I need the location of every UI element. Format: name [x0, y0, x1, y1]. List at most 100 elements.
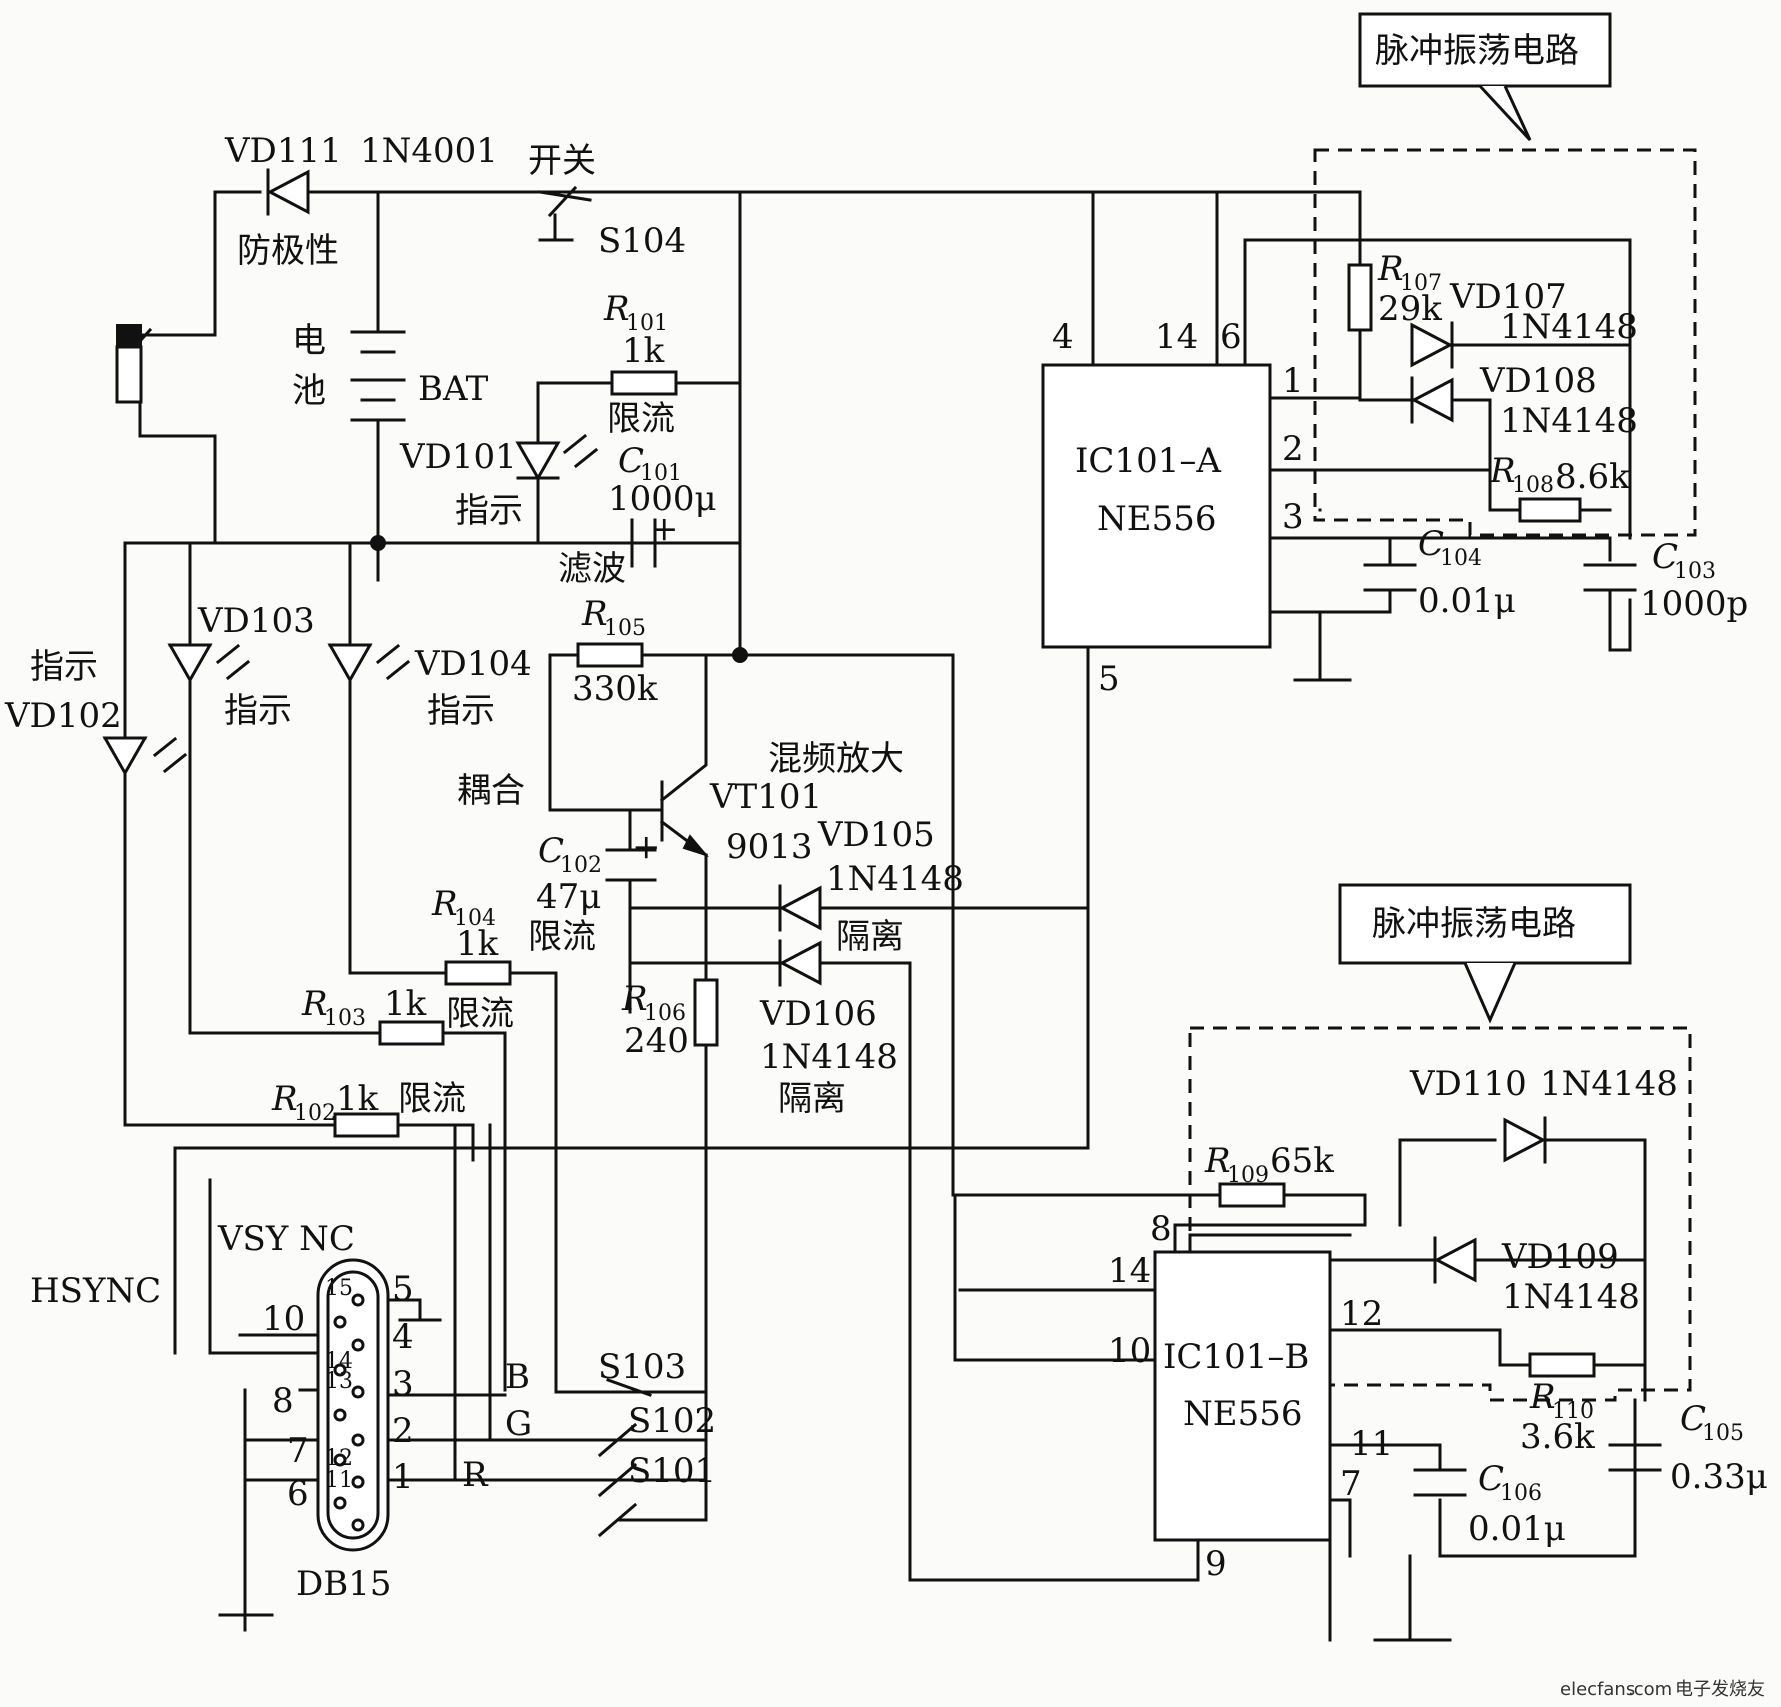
resistor-r101-symbol: [610, 370, 678, 396]
c102-sub: 102: [560, 853, 602, 878]
callout-top-label: 脉冲振荡电路: [1375, 31, 1579, 71]
r104-sub: 104: [454, 906, 496, 931]
capacitor-c103-symbol: [1583, 563, 1637, 592]
db15-pin-6: 6: [287, 1474, 309, 1514]
c106-value: 0.01μ: [1468, 1509, 1566, 1549]
coupling-label: 耦合: [457, 771, 525, 811]
diode-vd108-symbol: [1358, 376, 1492, 472]
signal-r-label: R: [462, 1455, 489, 1495]
ic101b-pin-14: 14: [1108, 1251, 1151, 1291]
r110-sub: 110: [1552, 1399, 1594, 1424]
wiring: [123, 190, 1637, 1642]
vd110-label: VD110: [1409, 1064, 1527, 1104]
resistor-r108-symbol: [1518, 497, 1582, 523]
vd107-label: VD107: [1449, 277, 1567, 317]
r102-label: R: [271, 1079, 298, 1119]
db15-pin-4: 4: [392, 1317, 414, 1357]
db15-label: DB15: [296, 1564, 392, 1604]
diode-vd109-symbol: [1328, 1236, 1647, 1284]
switch-label: 开关: [528, 141, 596, 181]
callout-bottom-label: 脉冲振荡电路: [1372, 904, 1576, 944]
vd108-part: 1N4148: [1500, 401, 1638, 441]
watermark: elecfans .com 电子发烧友: [1560, 1679, 1765, 1700]
vd103-label: VD103: [197, 601, 315, 641]
r102-value: 1k: [336, 1079, 379, 1119]
c102-value: 47μ: [536, 877, 601, 917]
c105-sub: 105: [1702, 1421, 1744, 1446]
callout-bottom: 脉冲振荡电路: [1338, 883, 1632, 1024]
vd108-label: VD108: [1479, 361, 1597, 401]
r102-sub: 102: [294, 1101, 336, 1126]
ic101b: IC101–B NE556 8 14 10 12 11 7 9: [1108, 1209, 1393, 1584]
vd105-function: 隔离: [836, 917, 904, 957]
c105-value: 0.33μ: [1670, 1457, 1768, 1497]
ic101b-pin-9: 9: [1205, 1544, 1227, 1584]
diode-vd110-symbol: [1398, 1116, 1647, 1402]
s102-label: S102: [628, 1401, 716, 1441]
r103-value: 1k: [384, 984, 427, 1024]
c104-sub: 104: [1440, 546, 1482, 571]
db15-pin-10: 10: [262, 1299, 305, 1339]
c106-label: C: [1478, 1459, 1504, 1499]
vd106-part: 1N4148: [760, 1037, 898, 1077]
db15-pin-5: 5: [392, 1269, 414, 1309]
db15-connector: [316, 1258, 390, 1552]
switch-s103-symbol: [606, 1378, 652, 1397]
r106-value: 240: [624, 1021, 689, 1061]
c101-function: 滤波: [558, 549, 626, 589]
r107-value: 29k: [1378, 289, 1442, 329]
vd109-label: VD109: [1501, 1237, 1619, 1277]
r104-label: R: [431, 884, 458, 924]
db15-pin-11: 11: [325, 1468, 353, 1493]
resistor-r106-symbol: [693, 978, 719, 1047]
vd103-function: 指示: [224, 691, 292, 731]
component-labels: VD111 1N4001 防极性 开关 S104 电 池 BAT R 101 1…: [4, 131, 1768, 1604]
signal-g-label: G: [505, 1404, 532, 1444]
r101-function: 限流: [607, 399, 675, 439]
r101-value: 1k: [622, 331, 665, 371]
diode-vd105-symbol: [778, 884, 822, 932]
polarity-label: 防极性: [237, 231, 339, 271]
resistor-r104-symbol: [444, 960, 512, 986]
resistor-r107-symbol: [1347, 263, 1373, 332]
r108-sub: 108: [1512, 473, 1554, 498]
capacitor-c102-symbol: +: [605, 827, 661, 882]
resistor-r105-symbol: [576, 642, 644, 668]
r107-label: R: [1377, 249, 1404, 289]
led-vd103-symbol: [167, 643, 251, 684]
db15-pin-2: 2: [392, 1411, 414, 1451]
c103-value: 1000p: [1640, 584, 1748, 624]
r101-label: R: [603, 289, 630, 329]
r108-label: R: [1489, 451, 1516, 491]
db15-pin-1: 1: [392, 1457, 414, 1497]
ic101b-pin-12: 12: [1340, 1294, 1383, 1334]
resistor-r110-symbol: [1328, 1328, 1647, 1378]
diode-vd106-symbol: [778, 939, 822, 987]
s101-label: S101: [628, 1451, 716, 1491]
ic101a: IC101–A NE556 4 14 6 1 2 3 5: [1041, 317, 1304, 699]
vt101-part: 9013: [726, 827, 813, 867]
vd106-function: 隔离: [778, 1079, 846, 1119]
db15-pin-8: 8: [272, 1381, 294, 1421]
r109-sub: 109: [1227, 1163, 1269, 1188]
db15-pin-7: 7: [287, 1431, 309, 1471]
switch-s104-symbol: [538, 185, 592, 242]
watermark-domain: .com: [1628, 1679, 1672, 1700]
mixer-function: 混频放大: [768, 739, 904, 779]
junction-dot: [732, 647, 748, 663]
ic101a-pin-14: 14: [1155, 317, 1198, 357]
ic101a-type: NE556: [1097, 499, 1216, 539]
ic101b-type: NE556: [1183, 1394, 1302, 1434]
r106-sub: 106: [644, 1001, 686, 1026]
capacitor-c101-symbol: +: [630, 509, 679, 568]
diode-vd111-symbol: [266, 168, 310, 216]
c103-sub: 103: [1674, 559, 1716, 584]
vd111-label: VD111: [224, 131, 342, 171]
vd101-label: VD101: [399, 437, 517, 477]
c104-label: C: [1418, 524, 1444, 564]
r109-value: 65k: [1270, 1141, 1334, 1181]
r104-function: 限流: [446, 994, 514, 1034]
ic101a-name: IC101–A: [1075, 441, 1221, 481]
ic101b-name: IC101–B: [1163, 1337, 1309, 1377]
